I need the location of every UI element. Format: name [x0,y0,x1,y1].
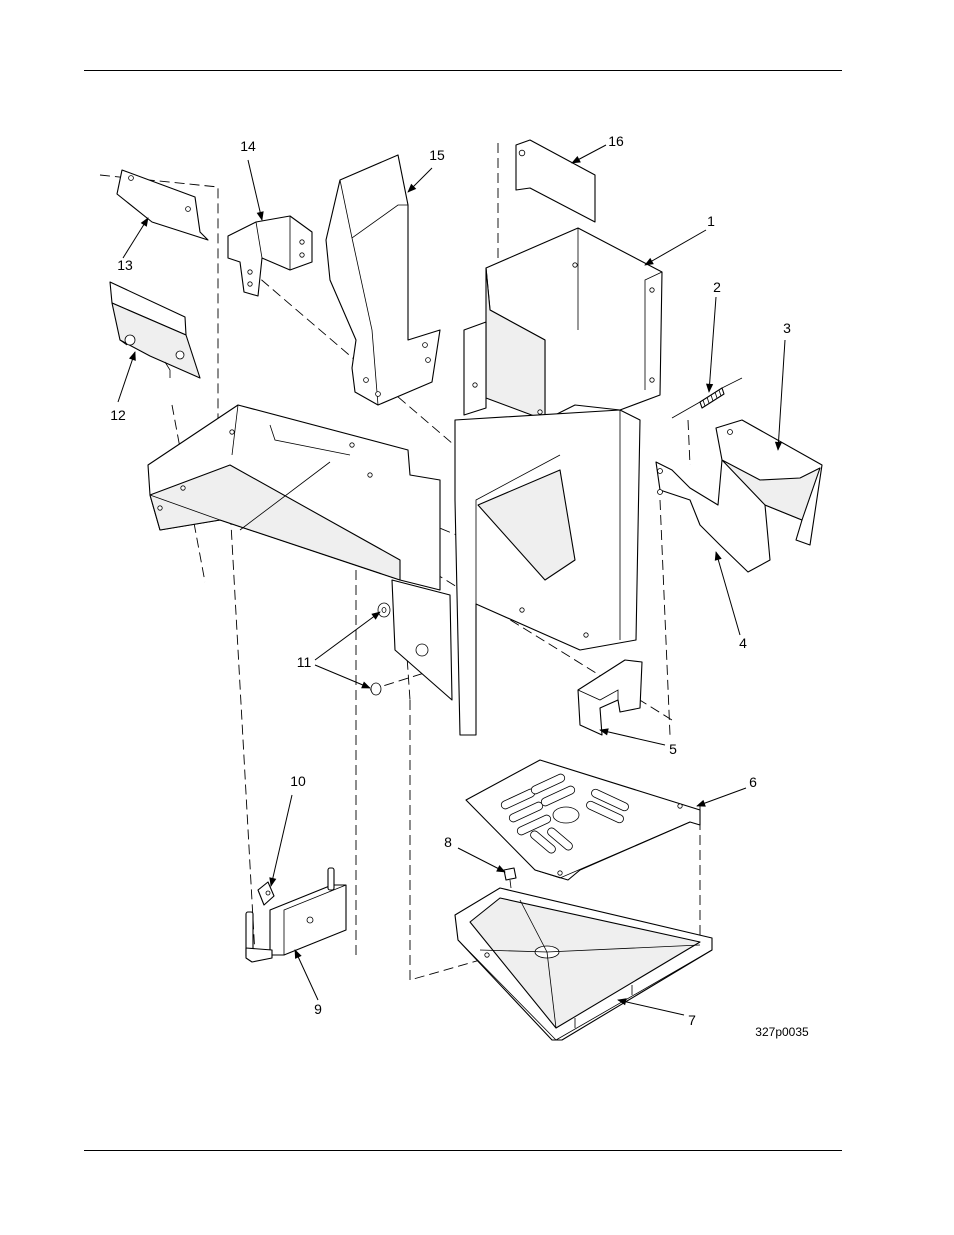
callout-10: 10 [290,773,306,789]
callout-7: 7 [688,1012,696,1028]
callout-13: 13 [117,257,133,273]
part-13-bracket-plate [117,170,208,240]
part-8-screw [504,868,516,888]
part-5-wedge [578,660,642,735]
part-7-drip-tray [455,888,712,1040]
part-12-latch-bracket [110,282,200,378]
callout-8: 8 [444,834,452,850]
part-1-main-housing [455,228,662,735]
callout-1: 1 [707,213,715,229]
part-3-4-side-scoop [656,420,822,572]
part-2-spring [672,378,742,418]
callout-2: 2 [713,279,721,295]
callout-3: 3 [783,320,791,336]
callout-5: 5 [669,741,677,757]
callout-6: 6 [749,774,757,790]
part-14-bent-bracket [228,216,312,296]
callout-15: 15 [429,147,445,163]
callout-14: 14 [240,138,256,154]
part-9-10-hinge-latch [246,868,346,962]
part-6-grated-cover [466,760,700,880]
figure-id: 327p0035 [755,1025,809,1039]
callout-leaders [118,145,785,1015]
part-16-cover-plate [516,140,595,222]
callout-16: 16 [608,133,624,149]
part-15-chute [326,155,440,405]
callout-12: 12 [110,407,126,423]
callout-9: 9 [314,1001,322,1017]
callout-11: 11 [297,654,312,670]
callout-4: 4 [739,635,747,651]
